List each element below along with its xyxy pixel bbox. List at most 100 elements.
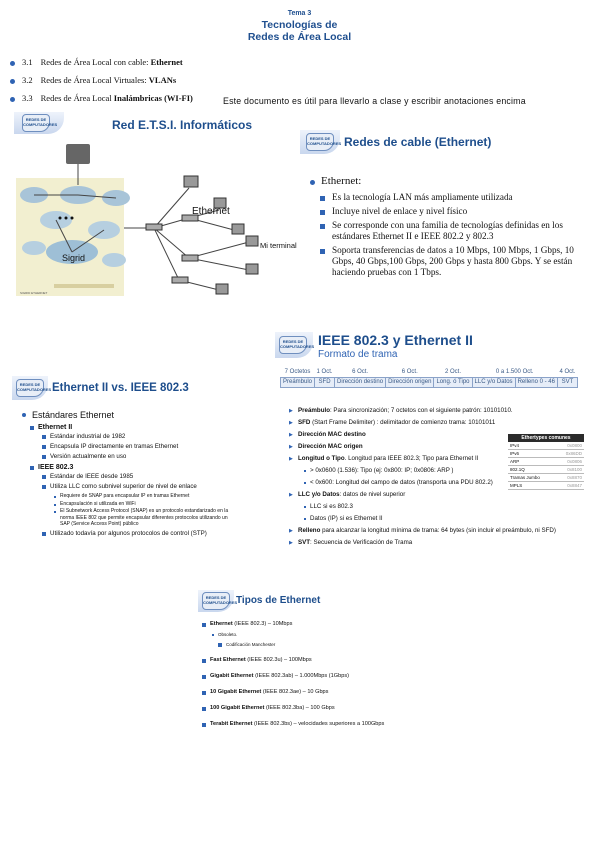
- slide5-tab: REDES DE COMPUTADORES: [198, 590, 237, 612]
- frame-field: LLC y/o Datos: [471, 377, 516, 388]
- list-item: SFD (Start Frame Delimiter) : delimitado…: [289, 419, 588, 427]
- list-item: LLC y/o Datos: datos de nivel superior: [289, 491, 588, 499]
- list-item: SVT: Secuencia de Verificación de Trama: [289, 539, 588, 547]
- sub-item: Obsoleto.: [212, 631, 530, 638]
- pc-icon: [215, 283, 229, 295]
- slide1-title: Red E.T.S.I. Informáticos: [112, 118, 253, 132]
- list-item: Fast Ethernet (IEEE 802.3u) – 100Mbps: [202, 657, 530, 664]
- sub-item: Codificación Manchester: [218, 641, 530, 648]
- slide3-subtitle: Formato de trama: [318, 349, 398, 360]
- frame-field: Dirección origen: [385, 377, 435, 388]
- pc-icon: [183, 175, 199, 188]
- frame-field: Relleno 0 - 46: [514, 377, 558, 388]
- slide2-tab: REDES DE COMPUTADORES: [300, 130, 341, 154]
- sub-item: < 0x600: Longitud del campo de datos (tr…: [304, 479, 588, 487]
- slide5-title: Tipos de Ethernet: [236, 595, 321, 606]
- terminal-label: Mi terminal: [260, 241, 297, 250]
- list-item: Dirección MAC destino: [289, 431, 588, 439]
- slide4-heading: Estándares Ethernet: [22, 410, 272, 420]
- slide3-tab: REDES DE COMPUTADORES: [275, 332, 314, 358]
- sub-item: > 0x0600 (1.536): Tipo (ej: 0x800: IP; 0…: [304, 467, 588, 475]
- slide5-body: Ethernet (IEEE 802.3) – 10Mbps Obsoleto.…: [202, 621, 530, 728]
- field-size: 6 Oct.: [334, 368, 386, 378]
- frame-field: Dirección destino: [334, 377, 387, 388]
- logo-icon: REDES DE COMPUTADORES: [16, 379, 51, 397]
- list-item: Ethernet:: [310, 176, 590, 187]
- sub-item: El Subnetwork Access Protocol (SNAP) es …: [54, 508, 229, 527]
- list-item: Soporta transferencias de datos a 10 Mbp…: [320, 245, 590, 278]
- frame-field: SFD: [314, 377, 336, 388]
- network-diagram: Sigrid SIGRID ETHERNET Ethernet Mi termi…: [16, 144, 297, 296]
- sub-item: Datos (IP) si es Ethernet II: [304, 515, 588, 523]
- pc-icon: [245, 235, 259, 247]
- list-item: Longitud o Tipo. Longitud para IEEE 802.…: [289, 455, 588, 463]
- frame-format-table: 7 Octetos 1 Oct. 6 Oct. 6 Oct. 2 Oct. 0 …: [279, 368, 579, 388]
- bullet-icon: [10, 60, 15, 66]
- logo-icon: REDES DE COMPUTADORES: [279, 336, 314, 354]
- cloud-icon: [102, 253, 126, 267]
- frame-field: SVT: [556, 377, 579, 388]
- bullet-icon: [10, 78, 15, 84]
- eth2-heading: Ethernet II: [30, 424, 272, 431]
- list-item: Relleno para alcanzar la longitud mínima…: [289, 527, 588, 535]
- list-item: Dirección MAC origen: [289, 443, 588, 451]
- list-item: Versión actualmente en uso: [42, 453, 272, 461]
- list-item: Incluye nivel de enlace y nivel físico: [320, 206, 590, 217]
- pc-icon: [231, 223, 245, 235]
- server-icon: [66, 144, 90, 164]
- slide4-title: Ethernet II vs. IEEE 802.3: [52, 382, 189, 394]
- field-size: 6 Oct.: [385, 368, 434, 378]
- sub-item: LLC si es 802.3: [304, 503, 588, 511]
- field-size: 7 Octetos: [280, 368, 315, 378]
- logo-icon: REDES DE COMPUTADORES: [22, 114, 57, 132]
- list-item: Preámbulo: Para sincronización; 7 octeto…: [289, 407, 588, 415]
- bullet-icon: [10, 96, 15, 102]
- ieee-heading: IEEE 802.3: [30, 464, 272, 471]
- field-size: 2 Oct.: [433, 368, 473, 378]
- slide2-title: Redes de cable (Ethernet): [344, 135, 492, 149]
- doc-title-line1: Tecnologías de: [261, 19, 338, 31]
- logo-icon: REDES DE COMPUTADORES: [306, 133, 341, 151]
- switch-icon: [145, 223, 163, 231]
- slide1-tab: REDES DE COMPUTADORES: [14, 112, 64, 134]
- list-item: Utiliza LLC como subnivel superior de ni…: [42, 483, 272, 491]
- doc-topic: Tema 3: [287, 10, 312, 17]
- list-item: Encapsula IP directamente en tramas Ethe…: [42, 443, 272, 451]
- list-item: Ethernet (IEEE 802.3) – 10Mbps: [202, 621, 530, 628]
- slide3-title: IEEE 802.3 y Ethernet II: [318, 332, 473, 348]
- doc-title-line2: Redes de Área Local: [247, 31, 352, 43]
- cloud-icon: [22, 241, 46, 255]
- usage-note: Este documento es útil para llevarlo a c…: [223, 96, 526, 106]
- field-size: 1 Oct.: [314, 368, 335, 378]
- switch-icon: [171, 276, 189, 284]
- frame-field: Preámbulo: [279, 377, 316, 388]
- list-item: Es la tecnología LAN más ampliamente uti…: [320, 192, 590, 203]
- switch-icon: [181, 214, 199, 222]
- field-size: 0 a 1.500 Oct.: [472, 368, 558, 378]
- list-item: 100 Gigabit Ethernet (IEEE 802.3ba) – 10…: [202, 705, 530, 712]
- list-item: Se corresponde con una familia de tecnol…: [320, 220, 590, 242]
- slide2-body: Ethernet: Es la tecnología LAN más ampli…: [310, 176, 590, 281]
- slide4-body: Estándares Ethernet Ethernet II Estándar…: [22, 410, 272, 538]
- sigrid-label: Sigrid: [62, 253, 85, 263]
- slide4-tab: REDES DE COMPUTADORES: [12, 376, 51, 400]
- list-item: Gigabit Ethernet (IEEE 802.3ab) – 1.000M…: [202, 673, 530, 680]
- slide3-body: Preámbulo: Para sincronización; 7 octeto…: [289, 407, 588, 551]
- sigrid-caption: SIGRID ETHERNET: [20, 291, 48, 295]
- ethertypes-title: Ethertypes comunes: [508, 434, 584, 442]
- pc-icon: [245, 263, 259, 275]
- logo-icon: REDES DE COMPUTADORES: [202, 592, 237, 610]
- list-item: Estándar de IEEE desde 1985: [42, 473, 272, 481]
- list-item: Terabit Ethernet (IEEE 802.3bs) – veloci…: [202, 721, 530, 728]
- list-item: Estándar industrial de 1982: [42, 433, 272, 441]
